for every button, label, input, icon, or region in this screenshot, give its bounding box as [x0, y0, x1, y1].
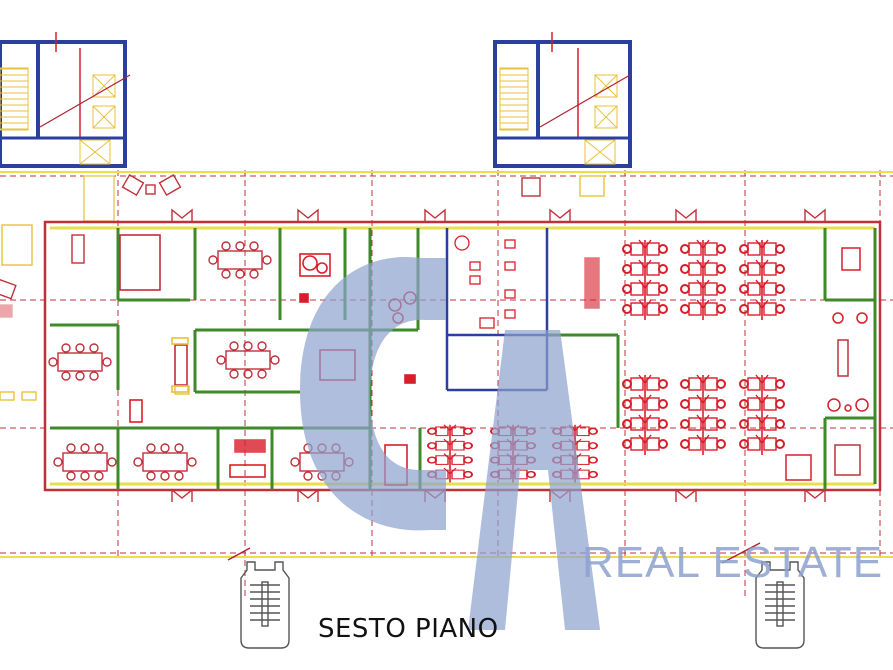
seats: [0, 385, 190, 401]
open-space-desks: [428, 240, 784, 482]
watermark-text: REAL ESTATE: [582, 538, 884, 587]
restroom-fixtures: [454, 235, 516, 329]
stair-core-top-right: [493, 32, 632, 168]
stair-core-bottom-right: [721, 542, 805, 649]
left-edge-furniture: [0, 224, 33, 318]
office-furniture: [119, 234, 417, 486]
shaft: [83, 175, 115, 222]
floor-caption: SESTO PIANO: [318, 614, 499, 644]
lounge-chairs: [121, 173, 605, 197]
stair-core-bottom-left: [227, 547, 290, 649]
stair-core-top-left: [0, 32, 131, 168]
building-outline: [43, 220, 882, 492]
watermark-logo: [300, 257, 600, 630]
meeting-tables: [48, 234, 354, 481]
partitions: [50, 228, 875, 490]
right-lounge: [584, 247, 869, 481]
